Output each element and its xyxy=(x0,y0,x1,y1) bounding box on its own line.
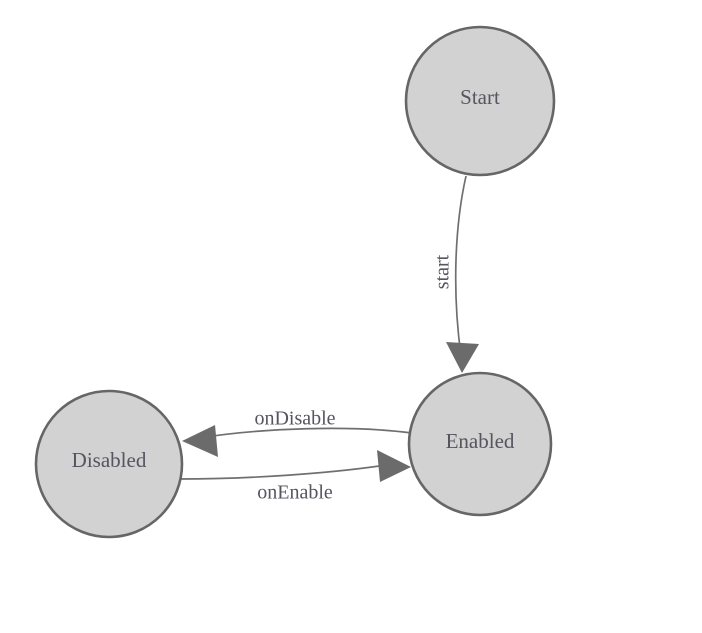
edge-enabled-to-disabled[interactable]: onDisable xyxy=(182,408,413,457)
edge-start-to-enabled-line xyxy=(454,175,467,357)
node-enabled[interactable]: Enabled xyxy=(407,371,553,517)
node-enabled-label: Enabled xyxy=(446,429,515,453)
edge-disabled-to-enabled-arrowhead xyxy=(377,450,411,482)
edge-enabled-to-disabled-line xyxy=(198,427,413,439)
edge-label-start: start xyxy=(432,254,454,289)
edge-disabled-to-enabled-line xyxy=(179,463,394,480)
node-start-circle xyxy=(404,25,556,177)
edge-start-to-enabled-arrowhead xyxy=(446,342,479,373)
edge-disabled-to-enabled[interactable]: onEnable xyxy=(179,450,411,504)
edge-label-ondisable: onDisable xyxy=(254,408,335,430)
edge-start-to-enabled[interactable]: start xyxy=(432,175,479,373)
node-disabled[interactable]: Disabled xyxy=(34,389,184,539)
node-start[interactable]: Start xyxy=(404,25,556,177)
node-enabled-circle xyxy=(407,371,553,517)
node-disabled-circle xyxy=(34,389,184,539)
node-start-label: Start xyxy=(460,85,500,109)
edge-label-onenable: onEnable xyxy=(257,482,333,504)
node-disabled-label: Disabled xyxy=(72,448,147,472)
edge-enabled-to-disabled-arrowhead xyxy=(182,425,218,457)
